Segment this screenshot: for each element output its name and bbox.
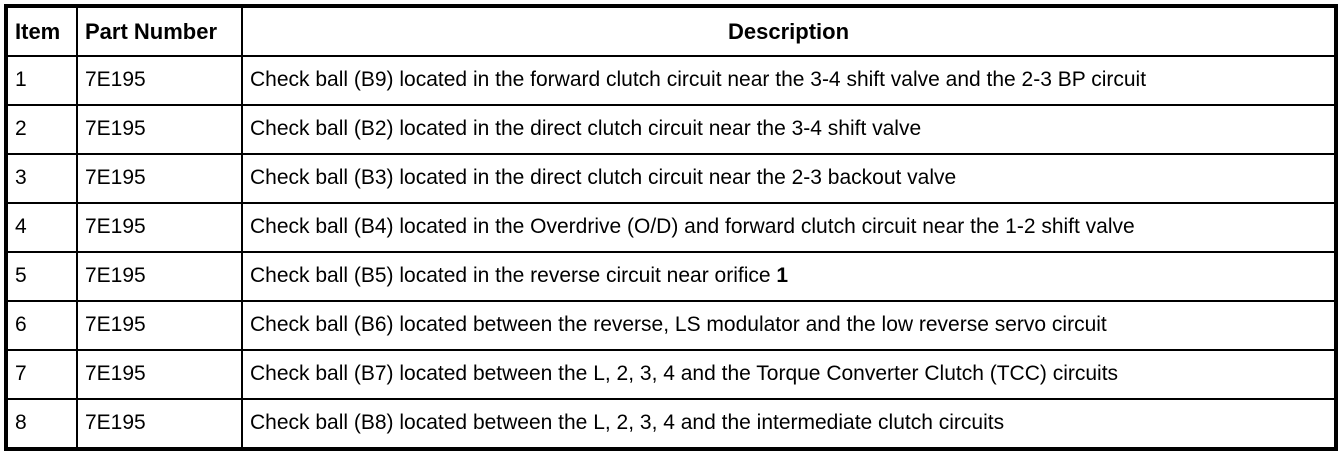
cell-description: Check ball (B2) located in the direct cl… bbox=[241, 104, 1337, 155]
cell-item: 3 bbox=[5, 153, 78, 204]
cell-item: 7 bbox=[5, 349, 78, 400]
table-row: 5 7E195 Check ball (B5) located in the r… bbox=[5, 251, 1337, 302]
parts-table-container: Item Part Number Description 1 7E195 Che… bbox=[4, 4, 1338, 451]
check-ball-parts-table: Item Part Number Description 1 7E195 Che… bbox=[4, 4, 1338, 451]
cell-description: Check ball (B7) located between the L, 2… bbox=[241, 349, 1337, 400]
cell-item: 1 bbox=[5, 55, 78, 106]
table-row: 3 7E195 Check ball (B3) located in the d… bbox=[5, 153, 1337, 204]
cell-description: Check ball (B9) located in the forward c… bbox=[241, 55, 1337, 106]
description-text: Check ball (B5) located in the reverse c… bbox=[250, 264, 777, 288]
cell-description: Check ball (B4) located in the Overdrive… bbox=[241, 202, 1337, 253]
table-row: 1 7E195 Check ball (B9) located in the f… bbox=[5, 55, 1337, 106]
cell-item: 5 bbox=[5, 251, 78, 302]
cell-description: Check ball (B5) located in the reverse c… bbox=[241, 251, 1337, 302]
column-header-item: Item bbox=[5, 5, 78, 57]
table-row: 4 7E195 Check ball (B4) located in the O… bbox=[5, 202, 1337, 253]
cell-part-number: 7E195 bbox=[76, 202, 243, 253]
table-row: 7 7E195 Check ball (B7) located between … bbox=[5, 349, 1337, 400]
cell-description: Check ball (B8) located between the L, 2… bbox=[241, 398, 1337, 450]
cell-part-number: 7E195 bbox=[76, 55, 243, 106]
column-header-part-number: Part Number bbox=[76, 5, 243, 57]
cell-description: Check ball (B6) located between the reve… bbox=[241, 300, 1337, 351]
cell-part-number: 7E195 bbox=[76, 251, 243, 302]
cell-item: 4 bbox=[5, 202, 78, 253]
table-header-row: Item Part Number Description bbox=[5, 5, 1337, 57]
table-body: 1 7E195 Check ball (B9) located in the f… bbox=[5, 55, 1337, 450]
cell-part-number: 7E195 bbox=[76, 349, 243, 400]
cell-item: 6 bbox=[5, 300, 78, 351]
cell-item: 8 bbox=[5, 398, 78, 450]
cell-item: 2 bbox=[5, 104, 78, 155]
cell-part-number: 7E195 bbox=[76, 300, 243, 351]
cell-description: Check ball (B3) located in the direct cl… bbox=[241, 153, 1337, 204]
table-header: Item Part Number Description bbox=[5, 5, 1337, 57]
column-header-description: Description bbox=[241, 5, 1337, 57]
cell-part-number: 7E195 bbox=[76, 153, 243, 204]
description-orifice-number: 1 bbox=[776, 264, 789, 288]
table-row: 8 7E195 Check ball (B8) located between … bbox=[5, 398, 1337, 450]
table-row: 2 7E195 Check ball (B2) located in the d… bbox=[5, 104, 1337, 155]
cell-part-number: 7E195 bbox=[76, 104, 243, 155]
cell-part-number: 7E195 bbox=[76, 398, 243, 450]
table-row: 6 7E195 Check ball (B6) located between … bbox=[5, 300, 1337, 351]
